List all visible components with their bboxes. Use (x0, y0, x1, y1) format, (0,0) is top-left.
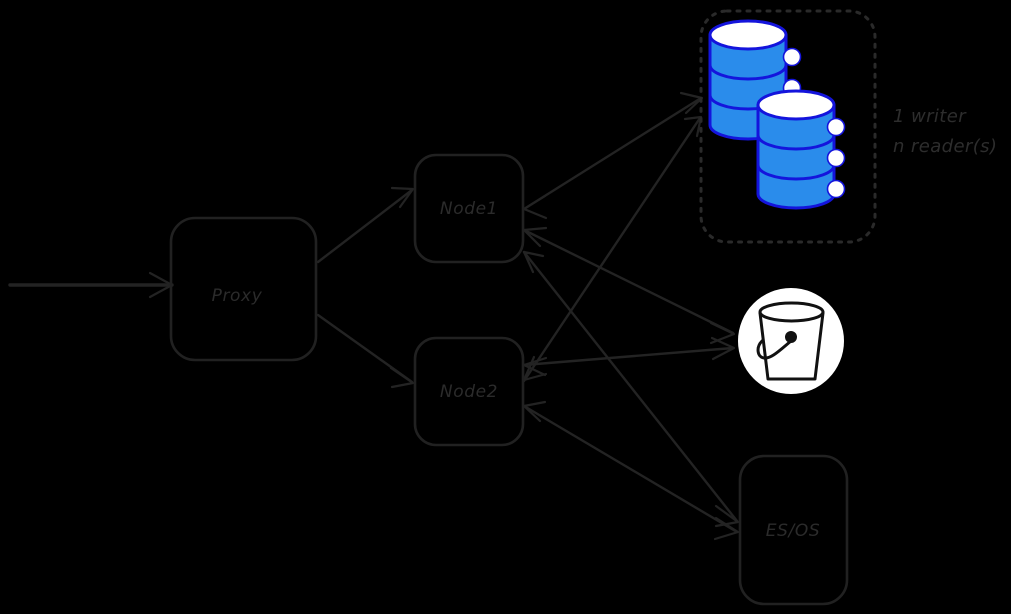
bucket-handle-dot (785, 331, 797, 343)
database-annotation: 1 writer n reader(s) (893, 106, 997, 157)
esos-label: ES/OS (766, 521, 820, 541)
database-annotation-line2: n reader(s) (893, 136, 997, 157)
edge-ingress-to-proxy (8, 271, 174, 299)
edge-layer (8, 91, 740, 541)
bucket-node[interactable] (738, 288, 844, 394)
esos-box[interactable] (738, 454, 849, 606)
node2-label: Node2 (440, 382, 498, 402)
database-group[interactable] (699, 9, 877, 244)
edge-node1-to-esos (522, 250, 740, 528)
edge-node2-to-bucket (522, 336, 736, 377)
edge-node1-to-bucket (522, 226, 736, 345)
node1-node[interactable]: Node1 (413, 153, 525, 264)
edge-proxy-to-node1 (316, 186, 415, 264)
node1-label: Node1 (440, 199, 498, 219)
database-cylinder-reader (756, 89, 846, 210)
node1-box[interactable] (413, 153, 525, 264)
database-group-border (699, 9, 877, 244)
edge-node2-to-database (522, 115, 703, 383)
proxy-node[interactable]: Proxy (169, 216, 318, 362)
database-annotation-line1: 1 writer (893, 106, 967, 127)
node2-node[interactable]: Node2 (413, 336, 525, 447)
edge-proxy-to-node2 (316, 313, 415, 389)
node2-box[interactable] (413, 336, 525, 447)
bucket-icon (756, 301, 825, 381)
proxy-label: Proxy (212, 286, 263, 306)
edge-node2-to-esos (522, 400, 740, 541)
esos-node[interactable]: ES/OS (738, 454, 849, 606)
proxy-box[interactable] (169, 216, 318, 362)
